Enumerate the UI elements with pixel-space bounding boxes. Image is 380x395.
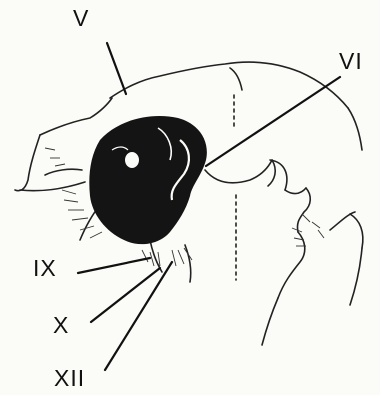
pointer-line-x — [91, 268, 160, 322]
label-nerve-x: X — [53, 314, 69, 337]
brain-contour — [15, 62, 363, 345]
dark-mass — [89, 116, 207, 244]
pointer-line-ix — [78, 258, 150, 273]
pointer-line-xii — [105, 262, 172, 370]
label-nerve-v: V — [73, 7, 89, 30]
pointer-line-vi — [206, 77, 340, 166]
label-nerve-ix: IX — [33, 257, 57, 280]
pointer-line-v — [107, 43, 126, 94]
label-nerve-vi: VI — [339, 50, 363, 73]
label-nerve-xii: XII — [54, 367, 85, 390]
